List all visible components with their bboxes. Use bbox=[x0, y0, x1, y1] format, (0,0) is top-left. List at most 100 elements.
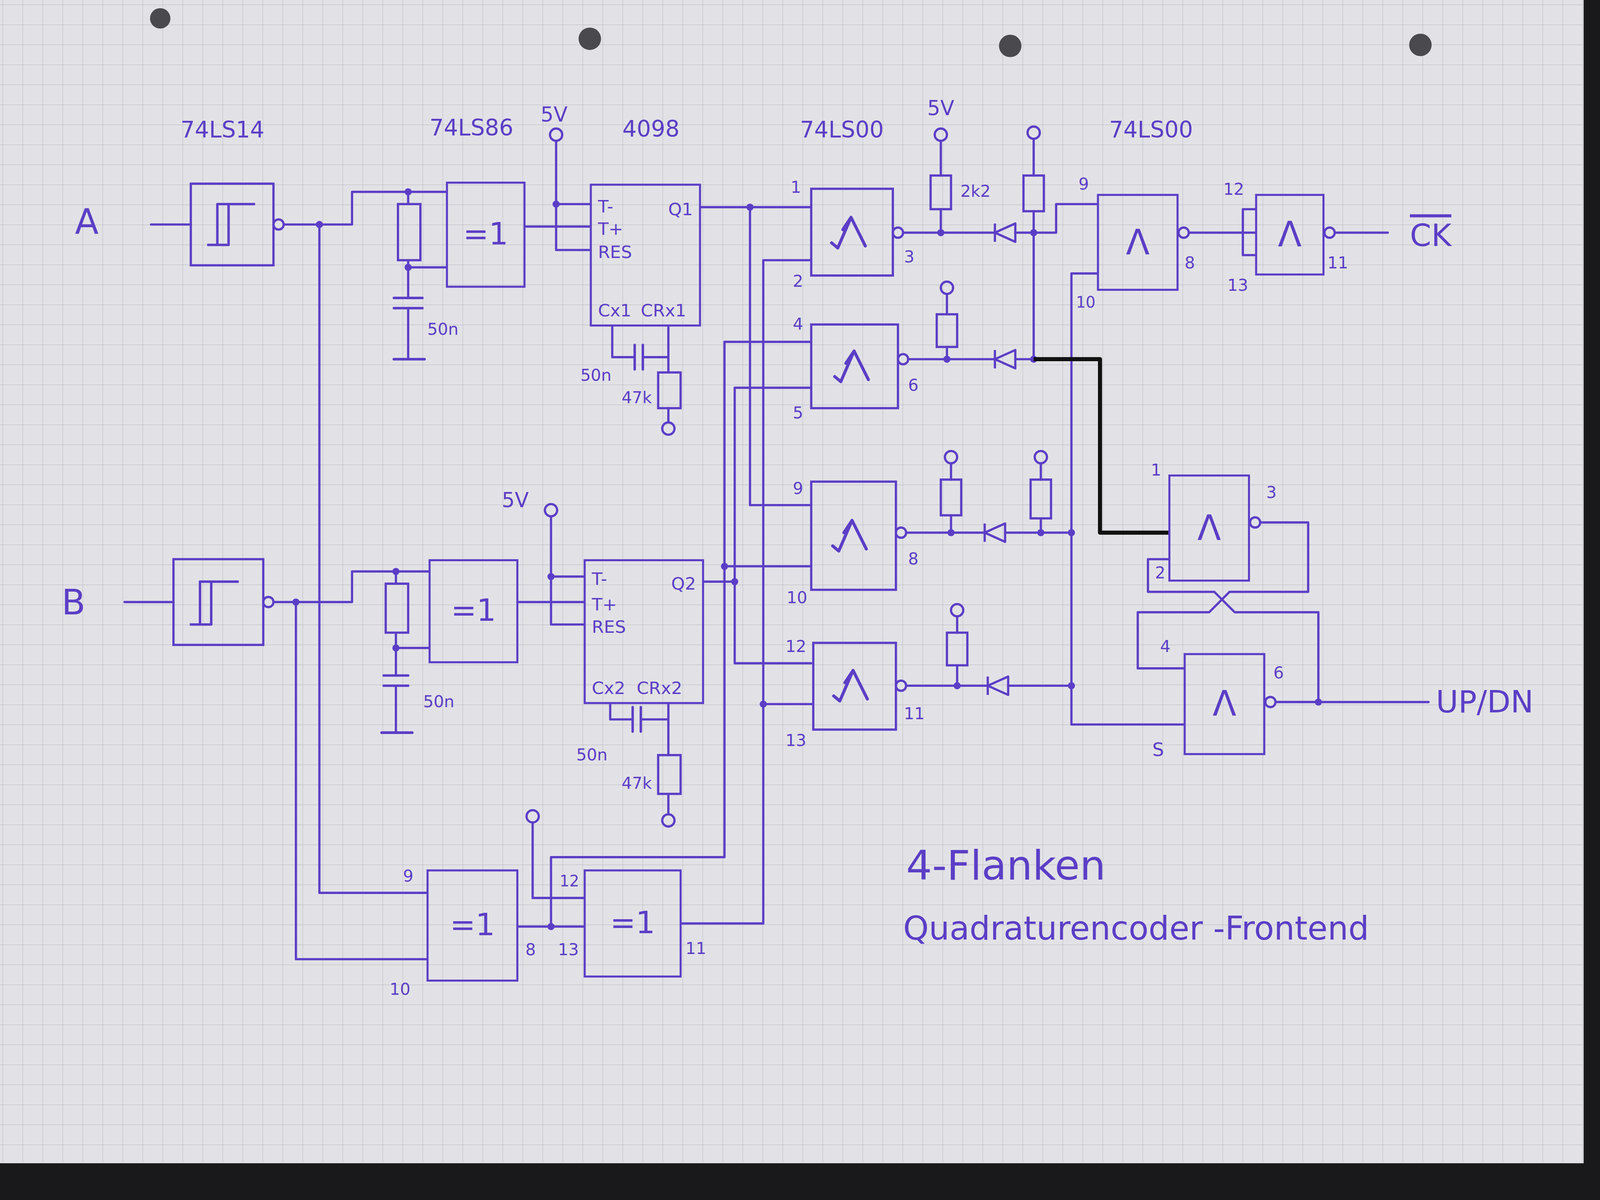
signal-name: A bbox=[74, 204, 99, 239]
pin-number: 8 bbox=[908, 551, 919, 568]
schematic-wire bbox=[906, 616, 1072, 686]
ground-symbol bbox=[381, 731, 413, 734]
schematic-wire bbox=[283, 192, 446, 225]
wire bbox=[525, 225, 590, 228]
gate-box bbox=[811, 324, 898, 408]
capacitor-symbol bbox=[383, 298, 643, 732]
paper-sheet bbox=[150, 8, 171, 29]
junction-dot bbox=[947, 529, 955, 537]
junction-dot bbox=[552, 200, 560, 208]
gate-box bbox=[173, 559, 264, 645]
component-value: 50n bbox=[576, 746, 608, 764]
supply-terminal bbox=[662, 814, 675, 827]
chip-type: 74LS86 bbox=[429, 117, 514, 140]
schematic-wire bbox=[124, 138, 1429, 960]
pin-number: 8 bbox=[1184, 255, 1195, 272]
pin-number: 2 bbox=[792, 273, 804, 290]
pin-name: Cx2 bbox=[592, 679, 626, 697]
pin-number: 6 bbox=[1273, 665, 1284, 682]
resistor-symbol bbox=[658, 372, 681, 408]
schematic-wire bbox=[124, 600, 174, 604]
junction-dot bbox=[1068, 682, 1076, 690]
capacitor-symbol bbox=[394, 298, 423, 309]
wire bbox=[1148, 559, 1319, 702]
nand-gate: Λ bbox=[1183, 653, 1266, 756]
signal-name: UP/DN bbox=[1436, 686, 1534, 718]
pin-name: Q2 bbox=[671, 575, 696, 593]
resistor-symbol bbox=[385, 175, 1051, 794]
paper-sheet bbox=[0, 0, 1584, 1164]
diode-symbol bbox=[987, 676, 1008, 695]
pin-number: 11 bbox=[1327, 255, 1348, 272]
inverter-bubble bbox=[1250, 517, 1261, 528]
pin-number: 11 bbox=[685, 940, 707, 958]
diode-symbol bbox=[994, 350, 1016, 369]
wire bbox=[1178, 231, 1255, 234]
paper-sheet bbox=[0, 0, 1584, 1164]
pin-name: T- bbox=[592, 570, 608, 588]
gate-box bbox=[811, 188, 893, 276]
xor-gate: =1 bbox=[446, 181, 526, 288]
supply-terminal bbox=[944, 451, 958, 464]
nand-gate: Λ bbox=[1255, 194, 1325, 276]
pin-name: T+ bbox=[598, 220, 624, 238]
component-value: 47k bbox=[621, 775, 652, 792]
capacitor-symbol bbox=[383, 675, 408, 686]
gate-symbol: =1 bbox=[450, 909, 496, 941]
pin-number: 3 bbox=[904, 248, 915, 266]
capacitor-symbol bbox=[632, 707, 641, 732]
ground-symbol bbox=[394, 358, 425, 361]
nand-glyph bbox=[831, 217, 869, 701]
monoflop-chip: T-T+RESQ1Cx1CRx1 bbox=[589, 183, 701, 327]
junction-dot bbox=[292, 598, 300, 606]
inverter-bubble bbox=[1324, 227, 1335, 238]
component-value: 47k bbox=[621, 389, 652, 406]
inverter-bubble bbox=[896, 527, 907, 538]
wire bbox=[1137, 522, 1308, 669]
pin-name: Q1 bbox=[668, 200, 693, 218]
pin-number: 9 bbox=[402, 868, 414, 885]
gate-box bbox=[190, 183, 274, 266]
bold-correction-wire bbox=[1033, 359, 1169, 533]
junction-dot bbox=[316, 220, 324, 228]
junction-dot bbox=[720, 562, 728, 570]
junction-dot bbox=[943, 355, 951, 363]
supply-terminal bbox=[526, 126, 1047, 827]
pin-number: 10 bbox=[786, 589, 808, 606]
pin-number: 13 bbox=[558, 942, 579, 959]
pin-name: RES bbox=[592, 618, 626, 636]
chip-type: 4098 bbox=[622, 118, 680, 141]
diode-symbol bbox=[984, 223, 1016, 696]
paper-sheet bbox=[1409, 33, 1432, 56]
pin-number: 12 bbox=[559, 874, 580, 890]
schematic-wire bbox=[903, 138, 1098, 360]
gate-symbol: Λ bbox=[1278, 216, 1302, 252]
gate-symbol: Λ bbox=[1126, 224, 1150, 260]
schematic-wire bbox=[273, 571, 429, 603]
inverter-bubble bbox=[898, 354, 909, 365]
schematic-wire bbox=[704, 387, 812, 664]
chip-type: 74LS00 bbox=[800, 119, 884, 142]
gate-symbol: =1 bbox=[463, 218, 509, 250]
gate-box bbox=[173, 183, 898, 730]
schematic-wire bbox=[319, 224, 427, 893]
pin-number: 1 bbox=[790, 179, 802, 196]
pin-number: 9 bbox=[1078, 176, 1089, 193]
pin-number: 8 bbox=[525, 942, 536, 959]
junction-dot bbox=[392, 568, 400, 576]
junction-dot bbox=[392, 644, 400, 652]
nand-gate: Λ bbox=[1096, 194, 1179, 291]
nand-gate: Λ bbox=[1168, 474, 1250, 582]
xor-gate: =1 bbox=[426, 869, 519, 982]
nand-glyph bbox=[834, 351, 869, 382]
junction-dot bbox=[746, 203, 754, 211]
gate-symbol: =1 bbox=[450, 595, 496, 626]
pin-number: 10 bbox=[389, 981, 411, 998]
schematic-wire bbox=[906, 463, 1072, 533]
resistor-symbol bbox=[1030, 479, 1052, 519]
supply-terminal bbox=[1027, 126, 1040, 139]
chip-type: 74LS00 bbox=[1109, 119, 1194, 142]
schmitt-symbol bbox=[189, 581, 239, 625]
diode-symbol bbox=[984, 523, 1006, 542]
